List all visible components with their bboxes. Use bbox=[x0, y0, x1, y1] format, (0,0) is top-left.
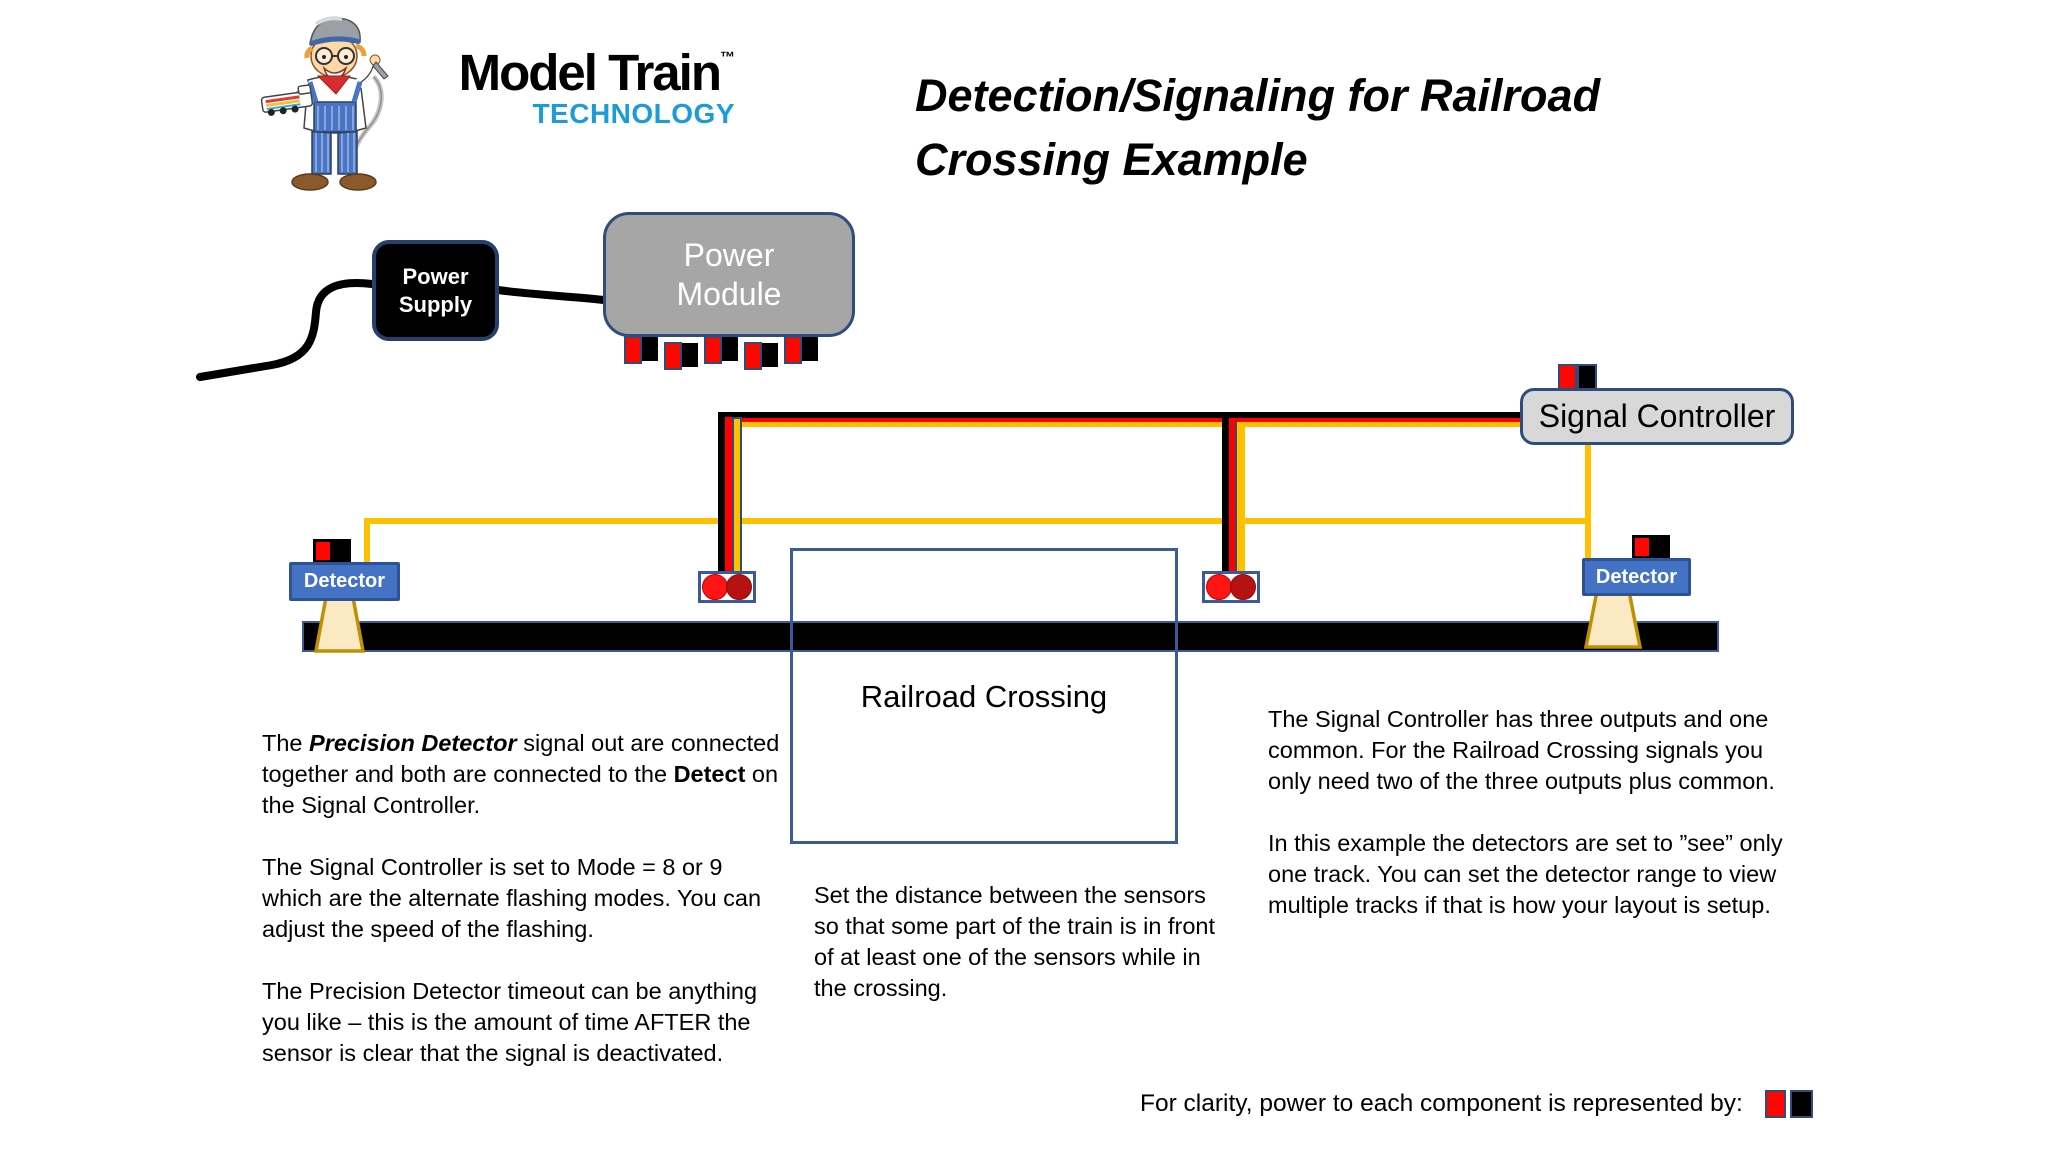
signal-bus-yellow bbox=[726, 422, 1522, 427]
signal2-wire-blue bbox=[1235, 422, 1237, 574]
note-right-p2: In this example the detectors are set to… bbox=[1268, 830, 1783, 918]
note-middle: Set the distance between the sensors so … bbox=[814, 880, 1224, 1004]
power-cables bbox=[196, 279, 608, 381]
signal2-wire-black bbox=[1222, 418, 1229, 574]
note-left-p3: The Precision Detector timeout can be an… bbox=[262, 978, 758, 1066]
signal1-wire-black bbox=[718, 412, 725, 574]
signal1-wire-red bbox=[725, 417, 732, 574]
black-terminal bbox=[722, 337, 738, 361]
detector-right-box: Detector bbox=[1582, 558, 1691, 596]
signal2-wire-yellow bbox=[1237, 422, 1245, 574]
signal-controller-connector-icon bbox=[1558, 364, 1597, 391]
red-terminal bbox=[624, 336, 642, 364]
signal2-wire-red bbox=[1229, 422, 1235, 574]
detector-left-label: Detector bbox=[303, 570, 386, 592]
brand-name: Model Train™ bbox=[400, 46, 735, 100]
track bbox=[302, 621, 1719, 652]
black-terminal bbox=[642, 337, 658, 361]
power-connector-icon-4 bbox=[744, 342, 778, 370]
detector-left-box: Detector bbox=[289, 562, 400, 601]
red-terminal bbox=[316, 542, 330, 560]
trademark: ™ bbox=[720, 49, 735, 66]
logo-mascot-icon bbox=[260, 16, 389, 191]
black-terminal bbox=[762, 343, 778, 367]
signal2-lamp-off bbox=[1230, 574, 1256, 600]
power-cable-right bbox=[494, 286, 608, 304]
note-left-p1: The Precision Detector signal out are co… bbox=[262, 730, 780, 818]
power-connector-icon-1 bbox=[624, 336, 658, 364]
logo-lockup: Model Train™ TECHNOLOGY bbox=[400, 46, 735, 130]
power-supply-label: Power Supply bbox=[398, 264, 473, 317]
signal-controller-label: Signal Controller bbox=[1538, 398, 1776, 434]
power-module-box: Power Module bbox=[603, 212, 855, 337]
detector-left-connector-icon bbox=[313, 539, 351, 563]
power-connector-icon-5 bbox=[784, 336, 818, 364]
crossing-zone-label: Railroad Crossing bbox=[860, 679, 1108, 714]
power-module-label: Power Module bbox=[676, 237, 782, 312]
emphasis-precision-detector: Precision Detector bbox=[309, 730, 517, 756]
note-middle-p1: Set the distance between the sensors so … bbox=[814, 882, 1216, 1001]
detector-wire-right-drop bbox=[1585, 445, 1591, 561]
signal2-lamp-on bbox=[1206, 574, 1232, 600]
red-terminal bbox=[784, 336, 802, 364]
detector-right-connector-icon bbox=[1632, 535, 1670, 559]
detector-wire-horizontal bbox=[364, 518, 1591, 524]
note-left-p2: The Signal Controller is set to Mode = 8… bbox=[262, 854, 762, 942]
note-left: The Precision Detector signal out are co… bbox=[262, 728, 787, 1069]
page-title-line1: Detection/Signaling for Railroad bbox=[915, 70, 1601, 121]
power-connector-icon-3 bbox=[704, 336, 738, 364]
signal-controller-box: Signal Controller bbox=[1520, 388, 1794, 445]
black-terminal bbox=[682, 343, 698, 367]
crossing-zone-box: Railroad Crossing bbox=[790, 548, 1178, 844]
legend-black-terminal-icon bbox=[1789, 1090, 1813, 1118]
note-right-p1: The Signal Controller has three outputs … bbox=[1268, 706, 1775, 794]
signal1-lamp-off bbox=[726, 574, 752, 600]
detector-wire-left-drop bbox=[364, 518, 370, 564]
black-terminal bbox=[1577, 364, 1597, 391]
red-terminal bbox=[1635, 538, 1649, 556]
red-terminal bbox=[664, 342, 682, 370]
signal1-lamp-on bbox=[702, 574, 728, 600]
red-terminal bbox=[744, 342, 762, 370]
crossing-signal-1-icon bbox=[698, 571, 756, 603]
red-terminal bbox=[1558, 364, 1577, 391]
power-cable-left bbox=[196, 279, 376, 381]
page-title-line2: Crossing Example bbox=[915, 133, 1308, 185]
crossing-signal-2-icon bbox=[1202, 571, 1260, 603]
signal1-wire-yellow bbox=[732, 417, 742, 574]
page-title: Detection/Signaling for Railroad Crossin… bbox=[915, 64, 1715, 192]
legend-text: For clarity, power to each component is … bbox=[1140, 1090, 1743, 1117]
power-supply-box: Power Supply bbox=[372, 240, 499, 341]
black-terminal bbox=[802, 337, 818, 361]
emphasis-detect: Detect bbox=[673, 761, 746, 787]
detector-right-label: Detector bbox=[1595, 565, 1678, 588]
legend: For clarity, power to each component is … bbox=[1140, 1090, 1813, 1118]
red-terminal bbox=[704, 336, 722, 364]
power-connector-icon-2 bbox=[664, 342, 698, 370]
brand-subtitle: TECHNOLOGY bbox=[532, 97, 735, 129]
signal-bus-red bbox=[726, 418, 1522, 422]
signal-bus-black bbox=[718, 412, 1522, 418]
legend-red-terminal-icon bbox=[1764, 1090, 1786, 1118]
note-right: The Signal Controller has three outputs … bbox=[1268, 704, 1808, 921]
brand-text: Model Train bbox=[458, 44, 722, 101]
